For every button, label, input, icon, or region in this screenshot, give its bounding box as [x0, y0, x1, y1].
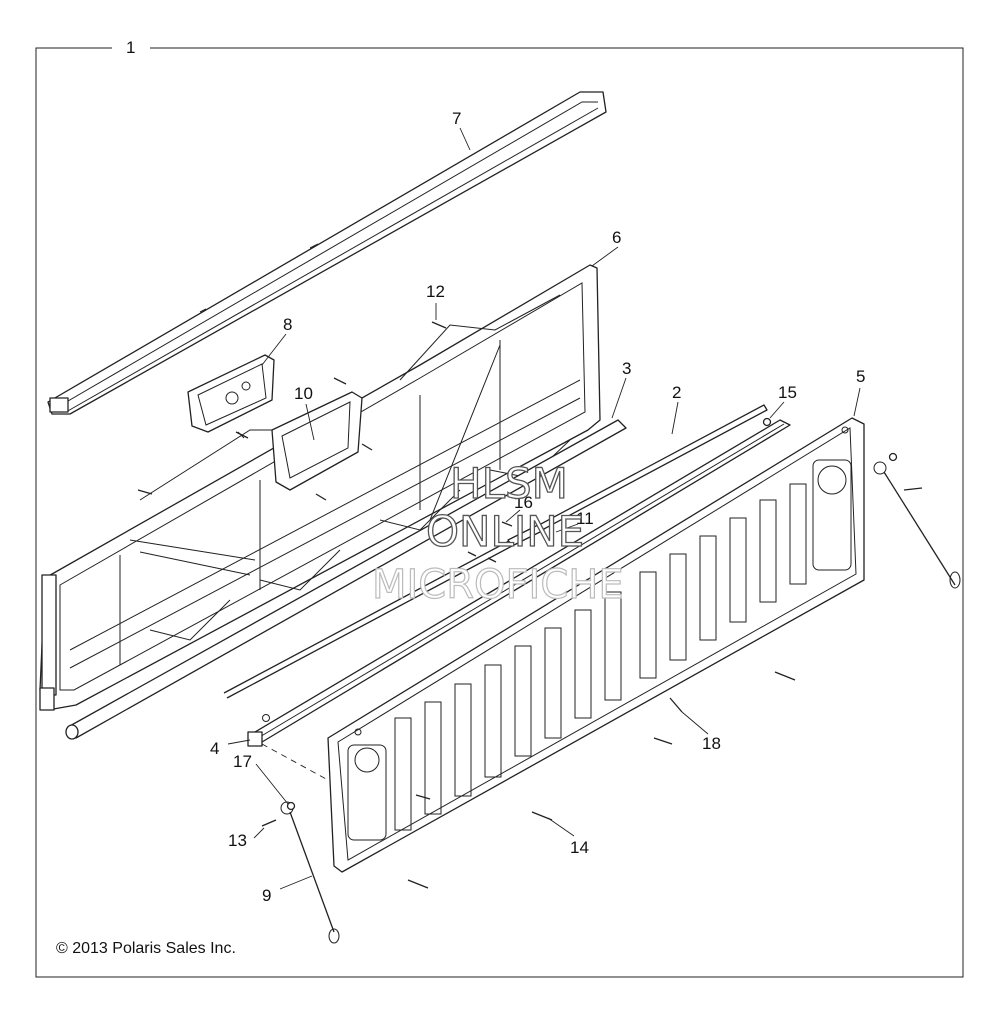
- screw-16: [501, 521, 513, 527]
- part-4-hinge-rail: [247, 419, 791, 747]
- screw-r2: [903, 487, 923, 491]
- watermark-line-3: MICROFICHE: [372, 562, 624, 608]
- screw-17a: [467, 551, 477, 557]
- part-6-inner-frame: [39, 264, 601, 711]
- watermark-line-2: ONLINE: [426, 507, 584, 556]
- callout-14: 14: [570, 838, 589, 857]
- part-2-rod: [223, 404, 768, 699]
- screw-8a: [333, 377, 347, 385]
- part-5-outer-panel: [327, 417, 865, 873]
- callout-12: 12: [426, 282, 445, 301]
- panel-ribs: [394, 483, 807, 831]
- callout-1: 1: [126, 38, 135, 57]
- leader-lines: [227, 127, 861, 890]
- part-3-tube: [65, 419, 627, 740]
- screw-frame: [137, 489, 153, 495]
- callout-2: 2: [672, 383, 681, 402]
- bracket-11: [507, 523, 545, 547]
- part-8-latch-handle: [187, 354, 275, 439]
- part-7-top-rail: [47, 91, 607, 415]
- screw-12: [431, 321, 447, 329]
- callouts: 1 2 3 4 5 6 7 8 9 10 11 12 13 14 15 16 1…: [126, 38, 865, 905]
- screw-10: [361, 443, 373, 451]
- part-9-cable-right: [873, 461, 961, 589]
- screw-18a: [669, 697, 683, 713]
- screw-panel: [415, 794, 431, 800]
- part-10-latch-bezel: [271, 391, 363, 491]
- callout-5: 5: [856, 367, 865, 386]
- callout-3: 3: [622, 359, 631, 378]
- callout-18: 18: [702, 734, 721, 753]
- callout-13: 13: [228, 831, 247, 850]
- callout-17: 17: [233, 752, 252, 771]
- callout-8: 8: [283, 315, 292, 334]
- callout-10: 10: [294, 384, 313, 403]
- panel-left-lamp: [347, 744, 387, 841]
- nut-17: [286, 801, 296, 811]
- screw-8b: [235, 431, 249, 439]
- callout-7: 7: [452, 109, 461, 128]
- callout-16: 16: [514, 493, 533, 512]
- callout-6: 6: [612, 228, 621, 247]
- screw-17b: [487, 557, 497, 563]
- copyright-notice: © 2013 Polaris Sales Inc.: [56, 940, 236, 957]
- screw-18b: [653, 737, 673, 745]
- screw-15: [762, 417, 772, 427]
- bolt-13: [261, 819, 277, 827]
- diagram-frame: [35, 47, 964, 978]
- callout-4: 4: [210, 739, 219, 758]
- callout-9: 9: [262, 886, 271, 905]
- screw-r1: [888, 452, 898, 462]
- screw-10b: [315, 493, 327, 501]
- screw-14a: [774, 671, 796, 681]
- part-9-cable-left: [280, 801, 340, 944]
- fasteners: [137, 321, 923, 889]
- callout-15: 15: [778, 383, 797, 402]
- screw-14c: [407, 879, 429, 889]
- callout-11: 11: [576, 509, 594, 528]
- watermark-line-1: HLSM: [450, 459, 568, 508]
- panel-right-lamp: [812, 459, 852, 571]
- watermark: HLSM ONLINE MICROFICHE: [371, 458, 624, 608]
